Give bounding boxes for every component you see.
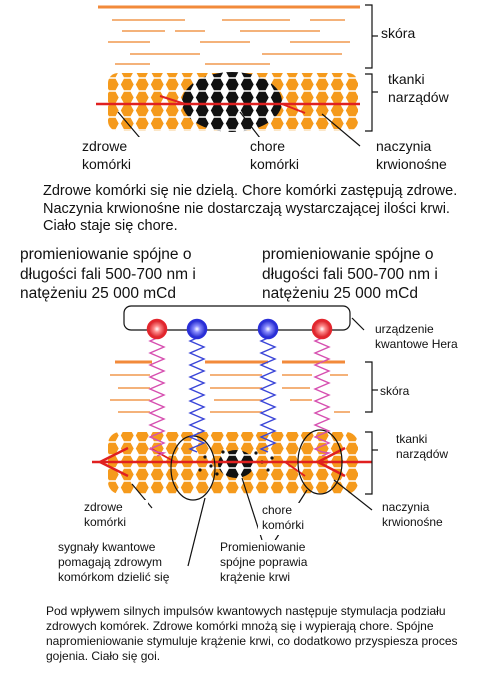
bottom-label-vessels: naczynia krwionośne bbox=[382, 500, 443, 529]
spring-1 bbox=[148, 337, 167, 457]
top-label-tissue-box: tkanki narządów bbox=[378, 70, 490, 110]
top-label-tissue: tkanki narządów bbox=[388, 71, 449, 105]
top-blood-vessel bbox=[96, 95, 360, 114]
spring-4 bbox=[313, 337, 332, 457]
top-caption: Zdrowe komórki się nie dzielą. Chore kom… bbox=[43, 183, 458, 234]
spring-3 bbox=[259, 337, 277, 453]
bottom-caption: Pod wpływem silnych impulsów kwantowych … bbox=[46, 604, 458, 663]
emitter-springs bbox=[148, 337, 332, 457]
bottom-label-healthy: zdrowe komórki bbox=[84, 500, 127, 529]
top-brackets bbox=[365, 4, 378, 132]
bottom-label-healthy-box: zdrowe komórki bbox=[78, 500, 148, 534]
label-signals-box: sygnały kwantowe pomagają zdrowym komórk… bbox=[55, 540, 185, 586]
top-label-vessels: naczynia krwionośne bbox=[376, 138, 447, 172]
bottom-label-tissue-box: tkanki narządów bbox=[378, 432, 488, 466]
radiation-right-box: promieniowanie spójne o długości fali 50… bbox=[262, 245, 474, 302]
emitter-blue-2 bbox=[186, 318, 208, 340]
top-label-sick: chore komórki bbox=[250, 138, 300, 172]
bottom-label-vessels-box: naczynia krwionośne bbox=[378, 500, 474, 534]
spring-2 bbox=[188, 337, 206, 453]
emitter-blue-3 bbox=[257, 318, 279, 340]
label-device: urządzenie kwantowe Hera bbox=[375, 322, 458, 351]
emitters bbox=[146, 318, 333, 340]
bottom-label-skin: skóra bbox=[380, 384, 410, 398]
quantum-signal-dots bbox=[198, 450, 274, 476]
bottom-label-sick-box: chore komórki bbox=[258, 503, 316, 535]
radiation-left-box: promieniowanie spójne o długości fali 50… bbox=[20, 245, 238, 302]
bottom-label-sick: chore komórki bbox=[262, 503, 305, 532]
top-label-healthy-box: zdrowe komórki bbox=[82, 137, 157, 175]
top-caption-box: Zdrowe komórki się nie dzielą. Chore kom… bbox=[37, 183, 475, 239]
emitter-red-4 bbox=[311, 318, 333, 340]
top-sick-cells bbox=[182, 72, 282, 132]
top-label-skin: skóra bbox=[381, 25, 416, 41]
bottom-skin-layer bbox=[110, 360, 350, 413]
top-label-sick-box: chore komórki bbox=[250, 137, 318, 175]
label-device-box: urządzenie kwantowe Hera bbox=[369, 322, 483, 358]
radiation-left: promieniowanie spójne o długości fali 50… bbox=[20, 246, 196, 302]
radiation-right: promieniowanie spójne o długości fali 50… bbox=[262, 246, 438, 302]
top-label-vessels-box: naczynia krwionośne bbox=[376, 137, 472, 175]
top-pointer-lines bbox=[117, 111, 361, 147]
label-signals: sygnały kwantowe pomagają zdrowym komórk… bbox=[58, 540, 170, 584]
bottom-sick-cells bbox=[218, 450, 254, 478]
label-irradiation-box: Promieniowanie spójne poprawia krążenie … bbox=[218, 540, 322, 588]
top-label-healthy: zdrowe komórki bbox=[82, 138, 132, 172]
bottom-brackets bbox=[365, 361, 378, 495]
bottom-caption-box: Pod wpływem silnych impulsów kwantowych … bbox=[40, 604, 478, 666]
label-irradiation: Promieniowanie spójne poprawia krążenie … bbox=[220, 540, 308, 584]
emitter-red-1 bbox=[146, 318, 168, 340]
top-skin-layer bbox=[98, 5, 360, 65]
device-frame bbox=[123, 305, 365, 331]
bottom-label-tissue: tkanki narządów bbox=[396, 432, 449, 461]
